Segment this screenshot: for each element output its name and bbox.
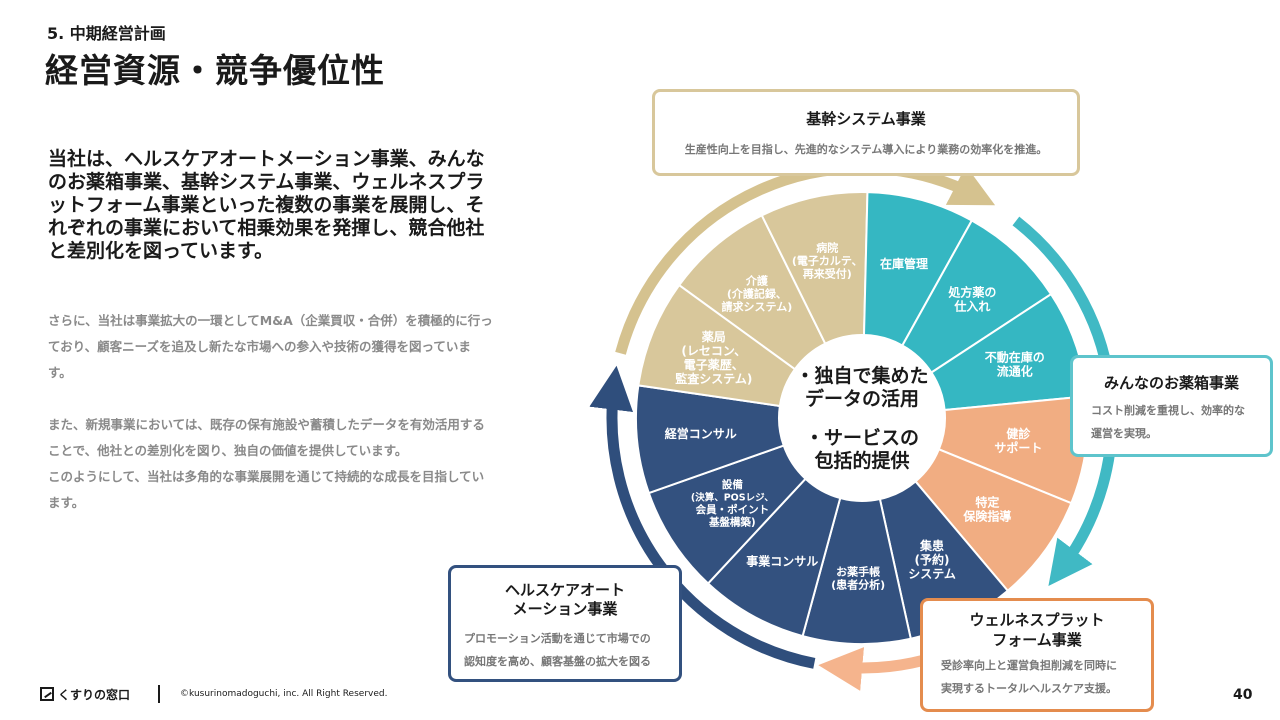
okusuri-desc-line-2: 運営を実現。 bbox=[1091, 427, 1157, 440]
healthcare-desc-line-2: 認知度を高め、顧客基盤の拡大を図る bbox=[464, 655, 651, 668]
healthcare-desc-line-1: プロモーション活動を通じて市場での bbox=[464, 632, 651, 645]
footer: くすりの窓口 ©kusurinomadoguchi, inc. All Righ… bbox=[40, 683, 387, 705]
wellness-title-line-2: フォーム事業 bbox=[992, 631, 1082, 649]
company-logo: くすりの窓口 bbox=[40, 686, 130, 703]
segment-label-shukan: 集患(予約)システム bbox=[908, 538, 956, 581]
wellness-title: ウェルネスプラット フォーム事業 bbox=[923, 610, 1151, 650]
healthcare-title-line-2: メーション事業 bbox=[512, 600, 618, 618]
page-title: 経営資源・競争優位性 bbox=[45, 51, 385, 90]
wellness-title-line-1: ウェルネスプラット bbox=[969, 611, 1105, 629]
center-circle bbox=[779, 335, 945, 501]
okusuri-desc-line-1: コスト削減を重視し、効率的な bbox=[1091, 404, 1245, 417]
arrow-healthcare bbox=[589, 365, 816, 669]
segment-label-fudou: 不動在庫の流通化 bbox=[985, 349, 1045, 378]
okusuri-desc: コスト削減を重視し、効率的な 運営を実現。 bbox=[1073, 399, 1270, 445]
section-label: 5. 中期経営計画 bbox=[47, 24, 166, 43]
copyright: ©kusurinomadoguchi, inc. All Right Reser… bbox=[180, 689, 388, 699]
healthcare-title-line-1: ヘルスケアオート bbox=[504, 581, 625, 599]
core-system-box: 基幹システム事業 生産性向上を目指し、先進的なシステム導入により業務の効率化を推… bbox=[652, 89, 1080, 176]
center-text-2: データの活用 bbox=[805, 387, 919, 410]
segment-label-kaigo: 介護(介護記録、請求システム) bbox=[722, 273, 793, 313]
logo-mark-icon bbox=[40, 687, 54, 701]
okusuri-title: みんなのお薬箱事業 bbox=[1103, 374, 1239, 392]
okusuri-box: みんなのお薬箱事業 コスト削減を重視し、効率的な 運営を実現。 bbox=[1070, 355, 1273, 457]
healthcare-desc: プロモーション活動を通じて市場での 認知度を高め、顧客基盤の拡大を図る bbox=[451, 627, 679, 673]
center-text-4: 包括的提供 bbox=[814, 449, 909, 472]
wellness-desc-line-2: 実現するトータルヘルスケア支援。 bbox=[941, 682, 1117, 695]
wellness-desc-line-1: 受診率向上と運営負担削減を同時に bbox=[941, 659, 1117, 672]
body-paragraph-1: さらに、当社は事業拡大の一環としてM&A（企業買収・合併）を積極的に行っており、… bbox=[48, 313, 493, 380]
segment-label-keiei: 経営コンサル bbox=[665, 426, 737, 441]
segment-label-kenshin: 健診サポート bbox=[994, 426, 1042, 455]
body-paragraph-2: また、新規事業においては、既存の保有施設や蓄積したデータを有効活用することで、他… bbox=[48, 417, 485, 510]
segment-label-zaiko: 在庫管理 bbox=[880, 256, 928, 271]
segment-label-shohouyaku: 処方薬の仕入れ bbox=[947, 285, 996, 314]
page-number: 40 bbox=[1233, 687, 1253, 703]
wellness-desc: 受診率向上と運営負担削減を同時に 実現するトータルヘルスケア支援。 bbox=[923, 654, 1151, 700]
core-system-title: 基幹システム事業 bbox=[806, 110, 926, 128]
center-text-1: ・独自で集めた bbox=[795, 364, 928, 387]
segment-label-techo: お薬手帳(患者分析) bbox=[831, 564, 885, 591]
segment-label-byoin: 病院(電子カルテ、再来受付) bbox=[792, 241, 863, 281]
healthcare-automation-box: ヘルスケアオート メーション事業 プロモーション活動を通じて市場での 認知度を高… bbox=[448, 565, 682, 682]
segment-label-setsubi: 設備(決算、POSレジ、会員・ポイント基盤構築) bbox=[691, 478, 774, 529]
logo-text: くすりの窓口 bbox=[58, 687, 131, 702]
wellness-platform-box: ウェルネスプラット フォーム事業 受診率向上と運営負担削減を同時に 実現するトー… bbox=[920, 598, 1154, 712]
segment-label-yakkyoku: 薬局(レセコン、電子薬歴、監査システム) bbox=[675, 329, 752, 386]
lead-paragraph: 当社は、ヘルスケアオートメーション事業、みんなのお薬箱事業、基幹システム事業、ウ… bbox=[48, 148, 485, 262]
footer-divider bbox=[158, 685, 161, 703]
center-text-3: ・サービスの bbox=[805, 427, 919, 449]
healthcare-title: ヘルスケアオート メーション事業 bbox=[451, 581, 679, 619]
core-system-desc: 生産性向上を目指し、先進的なシステム導入により業務の効率化を推進。 bbox=[684, 143, 1048, 156]
segment-label-jigyo: 事業コンサル bbox=[746, 554, 818, 569]
segment-label-tokutei: 特定保険指導 bbox=[962, 494, 1011, 523]
